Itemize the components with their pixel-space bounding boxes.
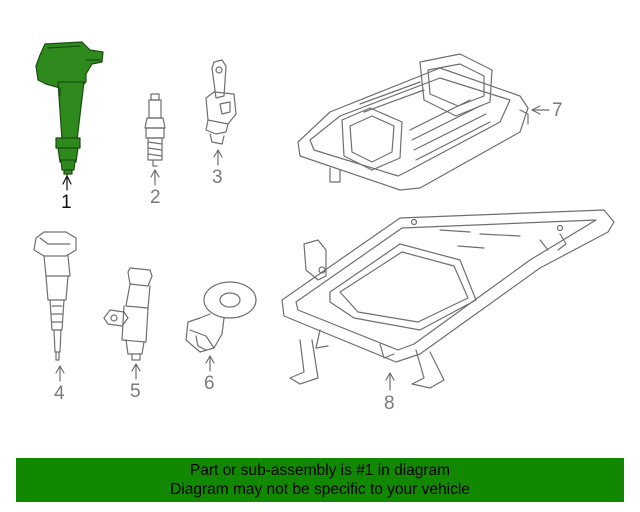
diagram-notice-banner: Part or sub-assembly is #1 in diagram Di… <box>16 458 624 502</box>
callout-3[interactable]: 3 <box>212 167 223 188</box>
notice-line-disclaimer: Diagram may not be specific to your vehi… <box>170 481 470 498</box>
part-5-position-sensor[interactable] <box>103 267 153 380</box>
part-4-ignition-coil[interactable] <box>33 231 77 382</box>
callout-5[interactable]: 5 <box>130 381 141 402</box>
callout-6[interactable]: 6 <box>204 373 215 394</box>
callout-8[interactable]: 8 <box>384 393 395 414</box>
callout-4[interactable]: 4 <box>54 383 65 404</box>
part-7-control-module[interactable] <box>297 53 550 191</box>
callout-2[interactable]: 2 <box>150 187 161 208</box>
part-6-knock-sensor[interactable] <box>185 281 257 372</box>
callout-7[interactable]: 7 <box>552 100 563 121</box>
notice-line-part: Part or sub-assembly is #1 in diagram <box>189 462 451 479</box>
part-2-spark-plug[interactable] <box>144 93 166 186</box>
part-8-mounting-bracket[interactable] <box>281 209 615 391</box>
callout-1[interactable]: 1 <box>61 192 72 213</box>
parts-diagram: 1 2 3 4 5 6 7 8 <box>33 41 615 414</box>
part-1-ignition-coil[interactable] <box>35 41 104 191</box>
part-3-sensor[interactable] <box>205 59 237 166</box>
